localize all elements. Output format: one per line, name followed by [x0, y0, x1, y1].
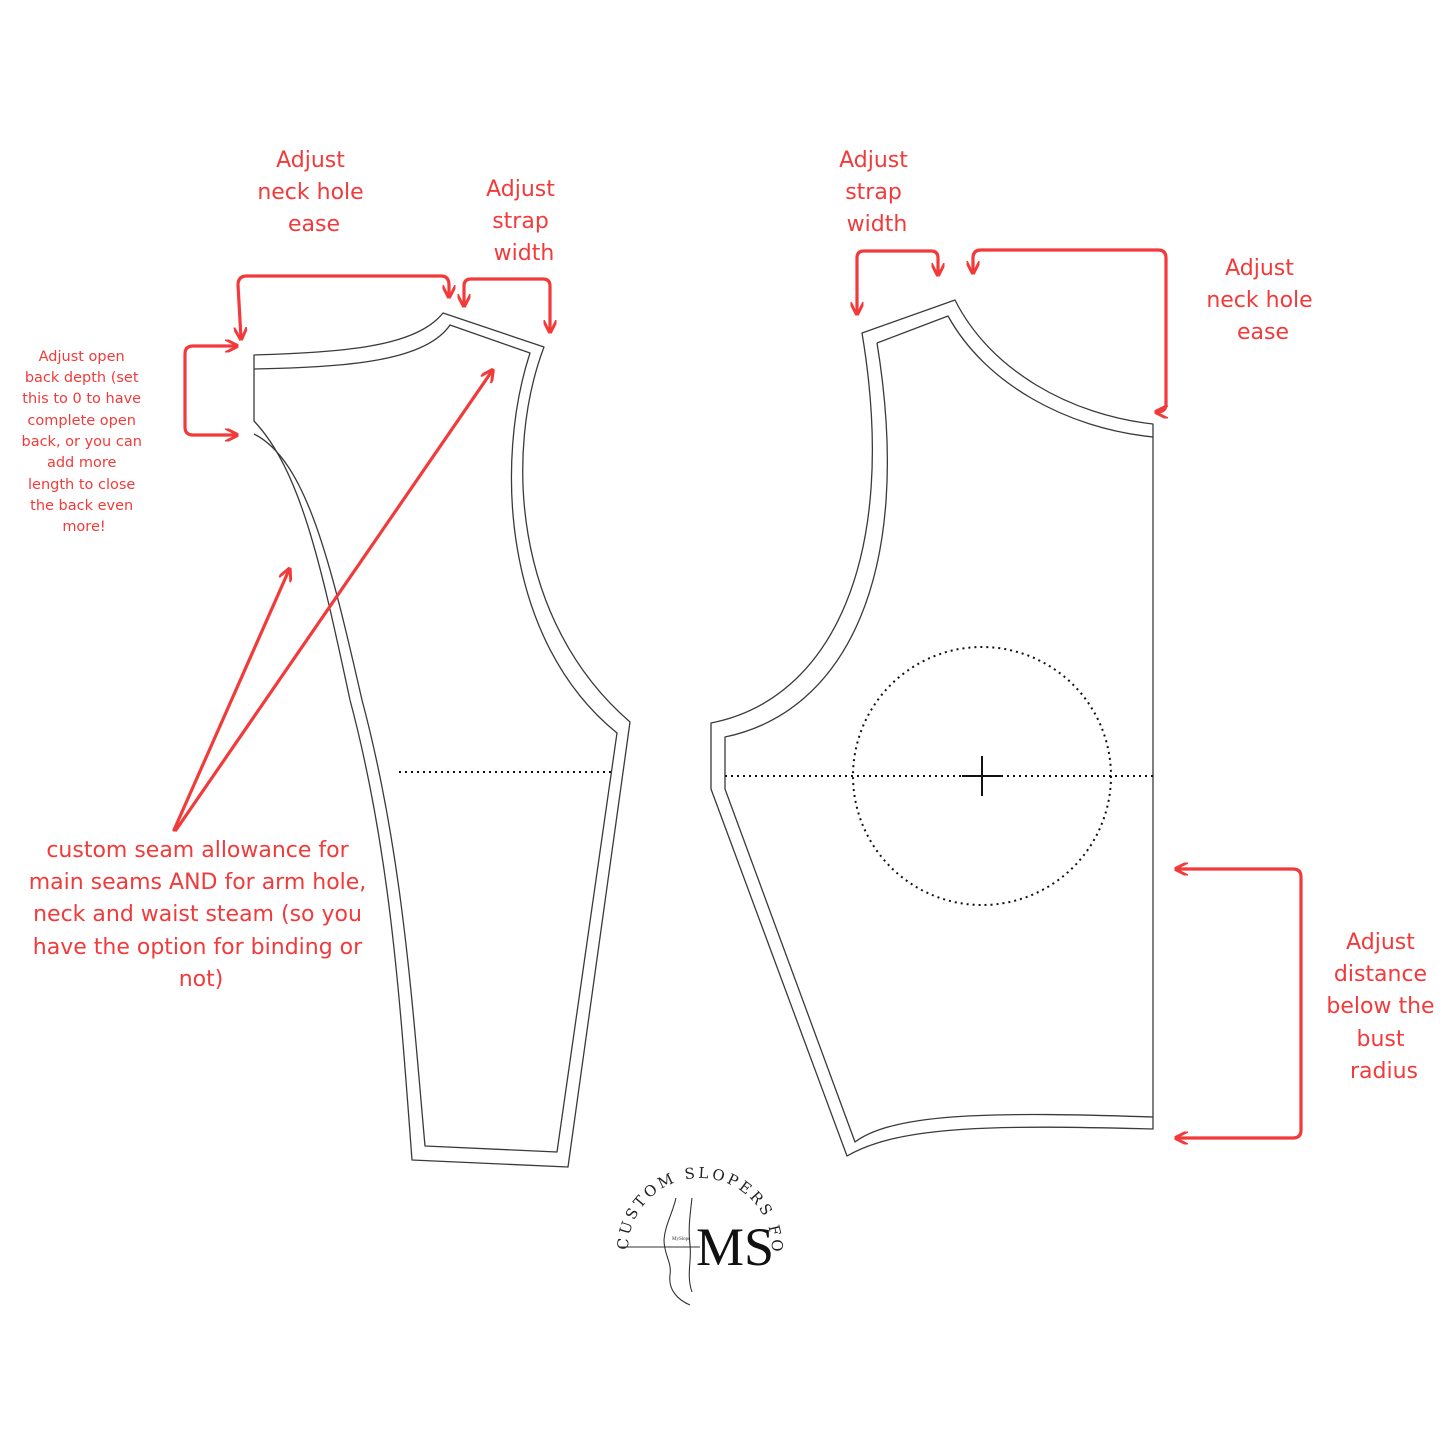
- front-bodice-piece: [710, 299, 1154, 1157]
- back-strap-width-label: Adjust strap width: [486, 177, 562, 266]
- open-back-depth-arrow: [183, 346, 236, 435]
- seam-allowance-label: custom seam allowance for main seams AND…: [29, 838, 374, 992]
- logo-tiny-label: MySlope: [672, 1237, 691, 1242]
- front-neck-ease-label: Adjust neck hole ease: [1206, 256, 1319, 345]
- logo-ring-text-path: CUSTOM SLOPERS FOR PATTERN MAKING: [0, 0, 783, 1255]
- annotation-arrows: [172, 248, 1303, 1138]
- front-strap-width-arrow: [857, 249, 938, 313]
- bust-distance-arrow: [1177, 869, 1303, 1138]
- seam-allowance-arrow-1: [172, 570, 289, 832]
- dress-form-icon: [663, 1197, 693, 1306]
- seam-allowance-arrow-2: [174, 371, 492, 832]
- front-strap-width-label: Adjust strap width: [839, 148, 915, 237]
- logo-ring-text: CUSTOM SLOPERS FOR PATTERN MAKING: [0, 0, 786, 1255]
- front-piece-cut-line: [710, 299, 1154, 1157]
- open-back-depth-label: Adjust open back depth (set this to 0 to…: [21, 349, 146, 535]
- brand-logo: CUSTOM SLOPERS FOR PATTERN MAKING MySlop…: [0, 0, 786, 1306]
- logo-monogram: MS: [696, 1217, 774, 1277]
- back-neck-ease-label: Adjust neck hole ease: [257, 148, 370, 237]
- front-neck-ease-arrow: [973, 248, 1166, 412]
- back-strap-width-arrow: [464, 277, 550, 331]
- bust-radius-circle: [852, 646, 1112, 906]
- bust-distance-label: Adjust distance below the bust radius: [1326, 930, 1441, 1084]
- front-piece-stitch-line: [724, 315, 1154, 1143]
- back-neck-ease-arrow: [238, 274, 449, 338]
- back-piece-stitch-line: [253, 324, 618, 1153]
